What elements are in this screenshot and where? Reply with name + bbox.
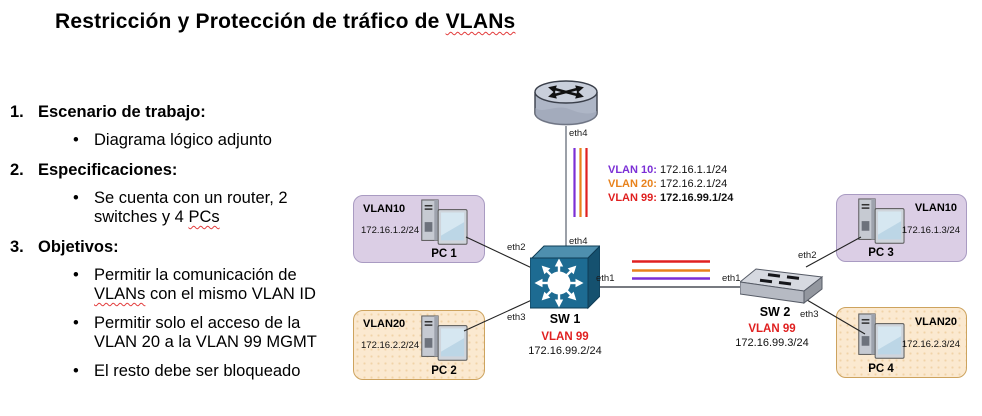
multilayer-switch-icon (530, 245, 600, 310)
router-icon (534, 80, 598, 126)
workgroup-switch-icon (740, 268, 824, 305)
pc1-vlan-box: VLAN10 172.16.1.2/24 PC 1 (353, 195, 485, 263)
bullet-line: Permitir solo el acceso de la (94, 314, 301, 332)
sw2-vlan-label: VLAN 99 (748, 323, 796, 335)
section-title: Objetivos: (38, 238, 119, 256)
port-label-sw1-eth2: eth2 (507, 242, 526, 253)
pc2-ip: 172.16.2.2/24 (361, 340, 420, 351)
misspelled-word: VLANs (94, 285, 146, 303)
page-title: Restricción y Protección de tráfico de V… (55, 10, 515, 34)
bullet-line: VLANs con el mismo VLAN ID (94, 285, 316, 303)
port-label-sw1-eth3: eth3 (507, 312, 526, 323)
legend-row-vlan20: VLAN 20: 172.16.2.1/24 (608, 178, 728, 190)
bullet-line: Permitir la comunicación de (94, 266, 297, 284)
sw2-ip: 172.16.99.3/24 (735, 337, 809, 349)
bullet-item: • Permitir la comunicación de VLANs con … (10, 266, 345, 304)
outline-section-1: 1. Escenario de trabajo: (10, 103, 345, 122)
bullet-marker: • (73, 131, 79, 149)
pc3-vlan-label: VLAN10 (914, 202, 957, 214)
pc3-ip: 172.16.1.3/24 (901, 225, 960, 236)
port-label-sw2-eth3: eth3 (800, 309, 819, 320)
pc3-vlan-box: VLAN10 172.16.1.3/24 PC 3 (836, 194, 967, 262)
pc4-vlan-label: VLAN20 (914, 316, 957, 328)
title-text: Restricción y Protección de tráfico de (55, 10, 446, 33)
pc2-vlan-box: VLAN20 172.16.2.2/24 PC 2 (353, 310, 485, 380)
sw2-name: SW 2 (759, 305, 791, 319)
bullet-item: • Se cuenta con un router, 2 switches y … (10, 189, 345, 227)
bullet-item: • El resto debe ser bloqueado (10, 362, 345, 381)
pc-icon (421, 199, 468, 245)
title-misspelled-word: VLANs (445, 10, 516, 33)
port-label-sw2-eth1: eth1 (722, 273, 741, 284)
pc4-name: PC 4 (868, 363, 894, 375)
pc2-name: PC 2 (431, 365, 457, 377)
bullet-item: • Diagrama lógico adjunto (10, 131, 345, 150)
section-title: Escenario de trabajo: (38, 103, 206, 121)
section-title: Especificaciones: (38, 161, 178, 179)
port-label-sw2-eth2: eth2 (798, 250, 817, 261)
bullet-line: VLAN 20 a la VLAN 99 MGMT (94, 333, 317, 351)
bullet-text: El resto debe ser bloqueado (94, 362, 301, 380)
sw1-name: SW 1 (549, 312, 581, 326)
bullet-marker: • (73, 189, 79, 207)
legend-row-vlan10: VLAN 10: 172.16.1.1/24 (608, 164, 728, 176)
port-label-sw1-eth1: eth1 (596, 273, 615, 284)
port-label-router-eth4: eth4 (569, 128, 588, 139)
bullet-line: switches y 4 PCs (94, 208, 220, 226)
outline-section-2: 2. Especificaciones: (10, 161, 345, 180)
sw1-ip: 172.16.99.2/24 (528, 345, 602, 357)
outline-list: 1. Escenario de trabajo: • Diagrama lógi… (10, 100, 345, 381)
vlan-legend: VLAN 10: 172.16.1.1/24 VLAN 20: 172.16.2… (608, 163, 733, 205)
misspelled-word: PCs (188, 208, 220, 226)
bullet-text: Diagrama lógico adjunto (94, 131, 272, 149)
section-number: 1. (10, 103, 24, 121)
section-number: 2. (10, 161, 24, 179)
pc1-vlan-label: VLAN10 (363, 203, 406, 215)
legend-row-vlan99: VLAN 99: 172.16.99.1/24 (608, 192, 734, 204)
bullet-marker: • (73, 362, 79, 380)
pc3-name: PC 3 (868, 247, 894, 259)
bullet-marker: • (73, 314, 79, 332)
outline-section-3: 3. Objetivos: (10, 238, 345, 257)
pc-icon (858, 198, 905, 244)
bullet-item: • Permitir solo el acceso de la VLAN 20 … (10, 314, 345, 352)
section-number: 3. (10, 238, 24, 256)
pc1-ip: 172.16.1.2/24 (361, 225, 420, 236)
port-label-sw1-eth4: eth4 (569, 236, 588, 247)
pc4-vlan-box: VLAN20 172.16.2.3/24 PC 4 (836, 307, 967, 378)
bullet-marker: • (73, 266, 79, 284)
pc-icon (858, 313, 905, 359)
pc2-vlan-label: VLAN20 (363, 318, 406, 330)
pc4-ip: 172.16.2.3/24 (901, 339, 960, 350)
pc-icon (421, 315, 468, 361)
pc1-name: PC 1 (431, 248, 457, 260)
sw1-vlan-label: VLAN 99 (541, 331, 589, 343)
bullet-line: Se cuenta con un router, 2 (94, 189, 288, 207)
